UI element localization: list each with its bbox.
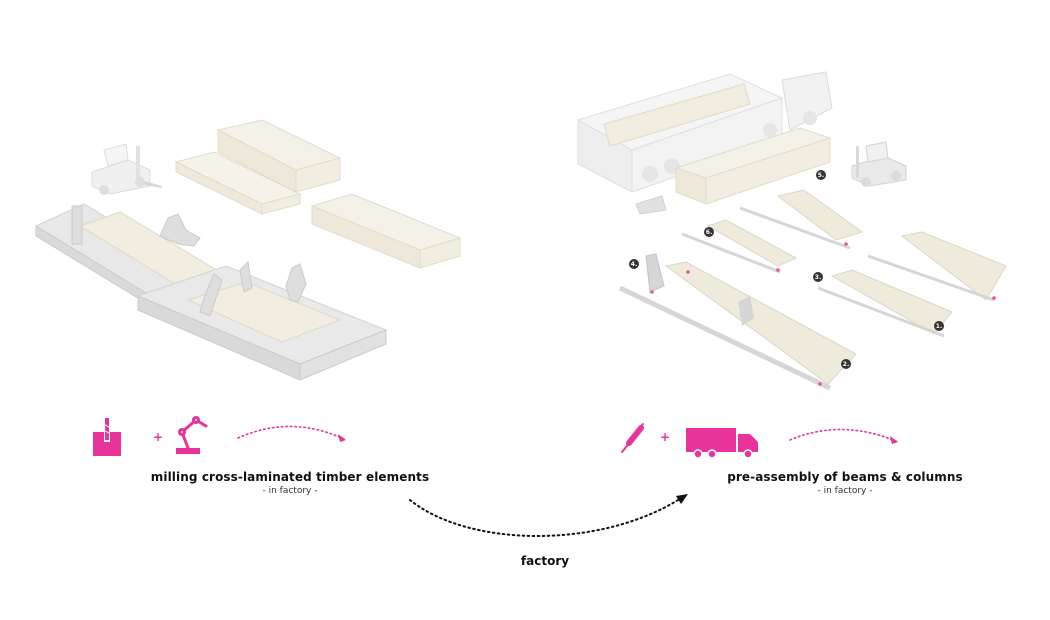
right-caption-subtitle: - in factory - [720, 486, 970, 496]
screwdriver-icon [622, 424, 643, 452]
step-marker-6: 6. [704, 227, 714, 237]
svg-text:2.: 2. [843, 361, 849, 368]
factory-flow-arrowhead [676, 494, 688, 504]
plus-sign-left: + [153, 430, 163, 444]
plus-sign-right: + [660, 430, 670, 444]
milling-icon [93, 418, 121, 456]
timber-stack-3 [312, 194, 460, 268]
step-marker-2: 2. [841, 359, 851, 369]
right-caption-title: pre-assembly of beams & columns [720, 470, 970, 484]
stand-small [636, 196, 666, 214]
milling-bed-lower [138, 266, 386, 380]
left-caption-title: milling cross-laminated timber elements [150, 470, 430, 484]
robot-arm-icon [176, 418, 206, 455]
truck-icon [686, 428, 758, 458]
factory-flow-arrow [410, 500, 678, 536]
step-marker-4: 4. [629, 259, 639, 269]
step-marker-1: 1. [934, 321, 944, 331]
step-marker-3: 3. [813, 272, 823, 282]
svg-text:5.: 5. [818, 172, 824, 179]
dotted-arrow-left [238, 426, 346, 440]
arrowhead-left [338, 434, 346, 442]
forklift-right [852, 142, 906, 187]
svg-text:4.: 4. [631, 261, 637, 268]
forklift-left [92, 144, 162, 195]
svg-text:6.: 6. [706, 229, 712, 236]
factory-label: factory [500, 554, 590, 568]
beam-elements [620, 190, 1006, 388]
assembly-scene-illustration: 1. 2. 3. 4. 5. 6. [578, 72, 1006, 388]
step-marker-5: 5. [816, 170, 826, 180]
svg-text:3.: 3. [815, 274, 821, 281]
left-caption-subtitle: - in factory - [150, 486, 430, 496]
svg-text:1.: 1. [936, 323, 942, 330]
right-caption: pre-assembly of beams & columns - in fac… [720, 470, 970, 496]
milling-scene-illustration [36, 120, 460, 380]
left-caption: milling cross-laminated timber elements … [150, 470, 430, 496]
dotted-arrow-right [790, 429, 898, 442]
arrowhead-right [890, 436, 898, 444]
